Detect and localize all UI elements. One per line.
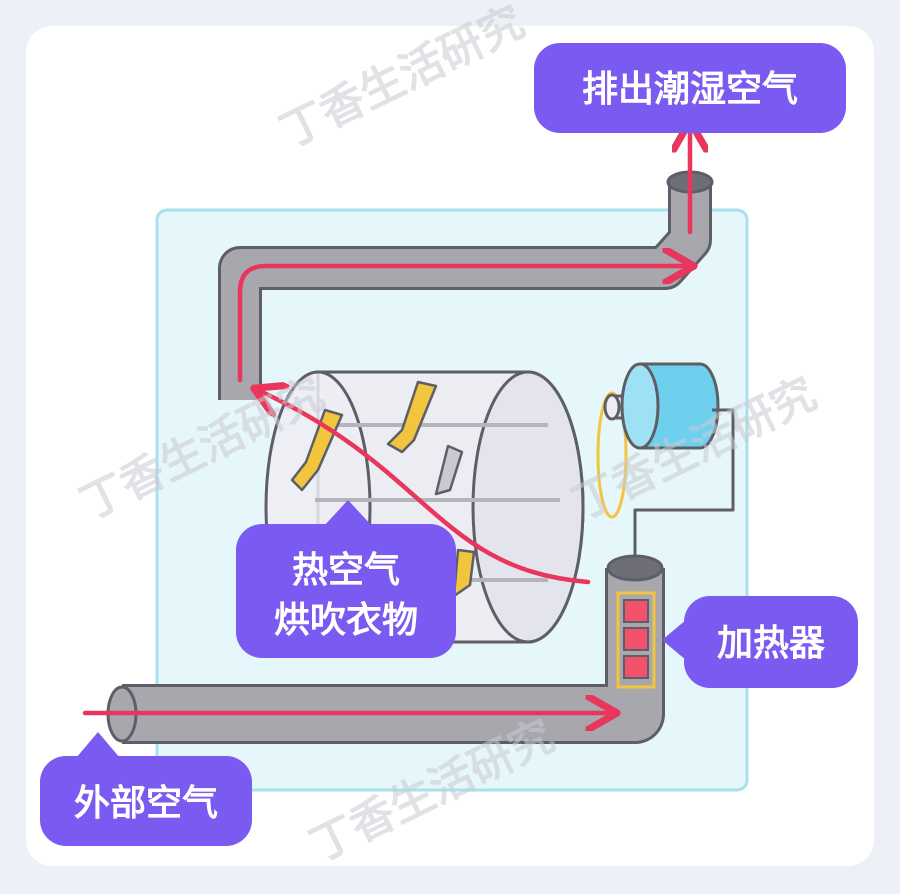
motor-pulley	[603, 393, 621, 421]
label-hot-air-line2: 烘吹衣物	[274, 600, 418, 641]
heater-frame	[616, 591, 656, 689]
airflow-hot-air-arrow	[262, 392, 591, 585]
label-heater: 加热器	[662, 596, 858, 688]
airflow-exhaust-arrow	[237, 266, 685, 383]
heater-coil	[623, 599, 649, 623]
motor-wire	[633, 408, 735, 555]
duct-top-cap	[606, 554, 664, 582]
label-outside-air: 外部空气	[40, 732, 252, 846]
watermark: 丁香生活研究	[272, 0, 532, 158]
label-hot-air-line1: 热空气	[292, 550, 400, 591]
clothing-item	[434, 444, 464, 496]
heater	[616, 591, 656, 689]
label-hot-air: 热空气 烘吹衣物	[236, 500, 456, 658]
drum-back-rim	[471, 370, 585, 644]
label-exhaust-text: 排出潮湿空气	[582, 69, 798, 110]
label-outside-air-text: 外部空气	[74, 783, 218, 824]
motor-end-cap	[620, 362, 660, 450]
heater-coil	[623, 655, 649, 679]
label-exhaust: 排出潮湿空气	[534, 43, 846, 133]
motor	[596, 362, 735, 555]
heater-coil	[623, 627, 649, 651]
label-heater-text: 加热器	[717, 623, 826, 664]
clothing-item	[386, 380, 438, 454]
drive-belt	[596, 391, 628, 519]
